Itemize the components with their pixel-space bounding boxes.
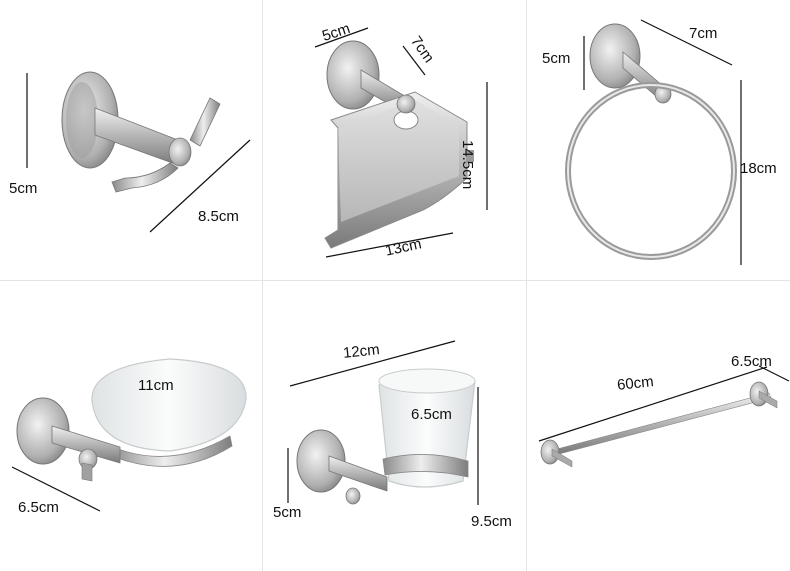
towel-bar-panel: 60cm 6.5cm xyxy=(527,281,790,571)
cup-holder-illustration xyxy=(287,340,479,505)
towel-ring-illustration xyxy=(565,19,742,265)
soap-dish-illustration xyxy=(11,358,247,512)
soap-dish-depth-label: 6.5cm xyxy=(18,499,59,516)
robe-hook-depth-label: 8.5cm xyxy=(198,208,239,225)
cup-holder-cup-label: 6.5cm xyxy=(411,406,452,423)
towel-bar-length-label: 60cm xyxy=(616,373,655,394)
robe-hook-height-label: 5cm xyxy=(9,180,38,197)
paper-holder-height-label: 14.5cm xyxy=(459,140,476,190)
paper-holder-illustration xyxy=(314,27,488,258)
soap-dish-panel: 11cm 6.5cm xyxy=(0,281,262,571)
towel-bar-depth-label: 6.5cm xyxy=(731,353,772,370)
soap-dish-width-label: 11cm xyxy=(138,377,174,394)
bar xyxy=(556,392,772,455)
cup-holder-base-label: 5cm xyxy=(273,504,302,521)
cup-holder-width-label: 12cm xyxy=(342,341,381,362)
divider xyxy=(262,0,263,571)
wall-plate xyxy=(296,429,346,493)
cup-holder-height-label: 9.5cm xyxy=(471,513,512,530)
paper-holder-panel: 5cm 7cm 14.5cm 13cm xyxy=(263,0,526,280)
divider xyxy=(526,0,527,571)
frosted-dish xyxy=(91,358,247,452)
towel-ring-height-label: 18cm xyxy=(740,160,777,177)
towel-ring-panel: 5cm 7cm 18cm xyxy=(527,0,790,280)
wall-plate xyxy=(589,23,641,89)
towel-bar-illustration xyxy=(538,365,790,468)
towel-ring-base-label: 5cm xyxy=(542,50,571,67)
towel-ring-depth-label: 7cm xyxy=(689,25,718,42)
depth-dimension-line xyxy=(149,139,251,233)
robe-hook-panel: 5cm 8.5cm xyxy=(0,0,262,280)
divider xyxy=(0,280,790,281)
cup-holder-panel: 12cm 6.5cm 5cm 9.5cm xyxy=(263,281,526,571)
wall-plate xyxy=(326,40,380,110)
robe-hook-illustration xyxy=(26,71,251,233)
